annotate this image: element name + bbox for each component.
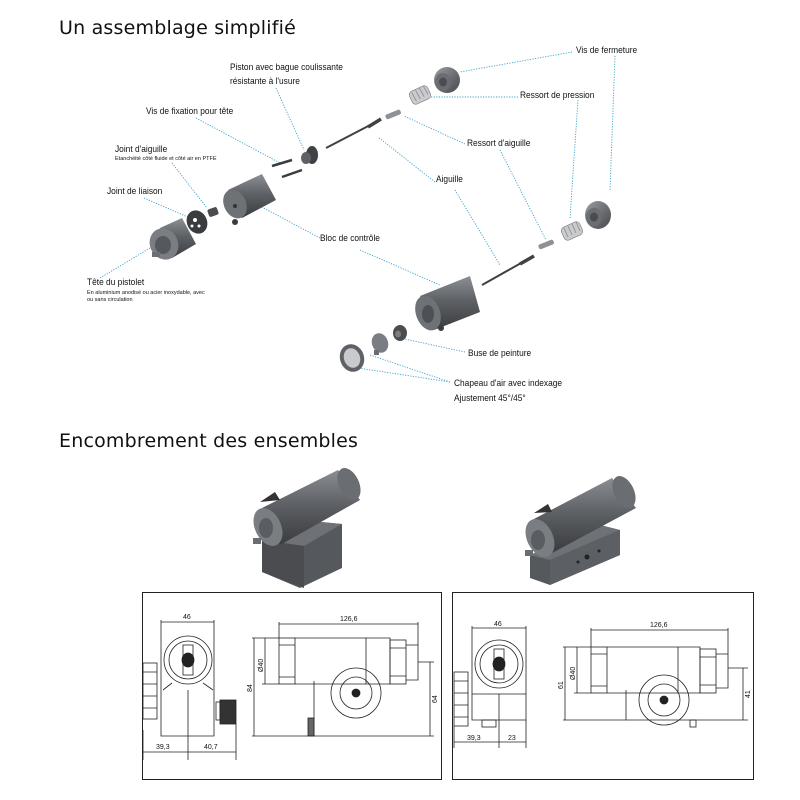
leader-aiguille [377, 136, 436, 183]
label-joint-aiguille-sub: Etanchéité côté fluide et côté air en PT… [115, 156, 217, 162]
drawing1-side-view [278, 637, 419, 737]
drawing2-dim-height [563, 646, 626, 721]
label-joint-aiguille: Joint d'aiguille [115, 144, 168, 155]
d2-front-width: 46 [494, 621, 502, 628]
label-vis-fermeture: Vis de fermeture [576, 45, 638, 56]
label-joint-liaison: Joint de liaison [107, 186, 163, 197]
air-cap-ring [339, 344, 365, 372]
label-chapeau-2: Ajustement 45°/45° [454, 393, 526, 404]
needle-seal [207, 207, 219, 217]
label-tete-sub-1: En aluminium anodisé ou acier inoxydable… [87, 290, 205, 296]
d1-front-left: 39,3 [156, 744, 170, 751]
drawing2-dim-width [471, 626, 527, 694]
leader-piston [275, 87, 305, 151]
link-gasket [186, 210, 208, 234]
closing-screw-lower [585, 201, 611, 229]
label-piston-1: Piston avec bague coulissante [230, 62, 343, 73]
closing-screw-top [434, 67, 460, 93]
drawing2-side-view [590, 646, 729, 728]
label-ressort-aiguille: Ressort d'aiguille [467, 138, 531, 149]
leader-tete [99, 244, 156, 279]
exploded-view [99, 51, 616, 383]
drawing2-dim-axis [696, 667, 748, 721]
drawing1-dim-length [278, 622, 419, 645]
label-ressort-pression: Ressort de pression [520, 90, 595, 101]
piston [301, 146, 318, 164]
drawing1-dim-axis [388, 661, 434, 737]
needle-spring-lower [538, 239, 554, 250]
leader-buse [399, 337, 466, 353]
d1-front-right: 40,7 [204, 744, 218, 751]
d2-front-right: 23 [508, 735, 516, 742]
assembly-title: Un assemblage simplifié [59, 17, 296, 39]
drawing2-dim-bottom [453, 694, 527, 748]
drawing1-front-view [142, 635, 237, 737]
label-bloc-controle: Bloc de contrôle [320, 233, 380, 244]
pressure-spring-lower [560, 221, 584, 241]
d2-front-left: 39,3 [467, 735, 481, 742]
leader-vis-fermeture [459, 51, 573, 73]
d2-side-length: 126,6 [650, 622, 668, 629]
pressure-spring-top [408, 85, 432, 105]
d1-side-diameter: Ø40 [258, 659, 265, 672]
control-block-upper [223, 174, 276, 225]
gun-head [149, 218, 196, 260]
leader-lines [99, 51, 616, 383]
drawing1-dim-bottom [142, 690, 237, 760]
drawing-frame-1 [142, 592, 442, 780]
leader-aiguille-2 [454, 189, 501, 266]
d1-side-height-total: 84 [247, 684, 254, 692]
d1-side-length: 126,6 [340, 616, 358, 623]
label-aiguille: Aiguille [436, 174, 463, 185]
label-piston-2: résistante à l'usure [230, 76, 300, 87]
leader-ressort-aiguille-2 [499, 149, 547, 241]
needle-spring-top [385, 109, 401, 120]
drawing2-dim-diameter [574, 647, 591, 694]
air-cap [371, 333, 389, 355]
d2-side-height-total: 61 [558, 681, 565, 689]
drawing1-dim-height [252, 637, 314, 737]
drawing1-dim-width [160, 620, 215, 683]
label-buse-peinture: Buse de peinture [468, 348, 532, 359]
paint-nozzle [393, 325, 407, 341]
dimensions-title: Encombrement des ensembles [59, 430, 359, 452]
leader-joint-aiguille [171, 162, 208, 209]
label-tete-sub-2: ou sans circulation [87, 297, 133, 303]
leader-ressort-aiguille [403, 115, 466, 145]
label-vis-fixation: Vis de fixation pour tête [146, 106, 234, 117]
d2-side-diameter: Ø40 [570, 667, 577, 680]
fixing-screw-1 [271, 158, 293, 168]
label-tete-pistolet: Tête du pistolet [87, 277, 145, 288]
drawing1-dim-diameter [262, 638, 279, 685]
leader-vis-fixation [195, 117, 281, 164]
drawing2-dim-length [590, 628, 729, 654]
control-block-lower [415, 276, 480, 331]
d2-side-height-axis: 41 [745, 690, 752, 698]
d1-side-height-axis: 64 [432, 695, 439, 703]
fixing-screw-2 [281, 168, 303, 179]
drawing-frame-2 [452, 592, 754, 780]
d1-front-width: 46 [183, 614, 191, 621]
leader-chapeau [369, 354, 451, 383]
drawing2-front-view [453, 639, 527, 728]
label-chapeau-1: Chapeau d'air avec indexage [454, 378, 563, 389]
leader-joint-liaison [143, 197, 191, 219]
